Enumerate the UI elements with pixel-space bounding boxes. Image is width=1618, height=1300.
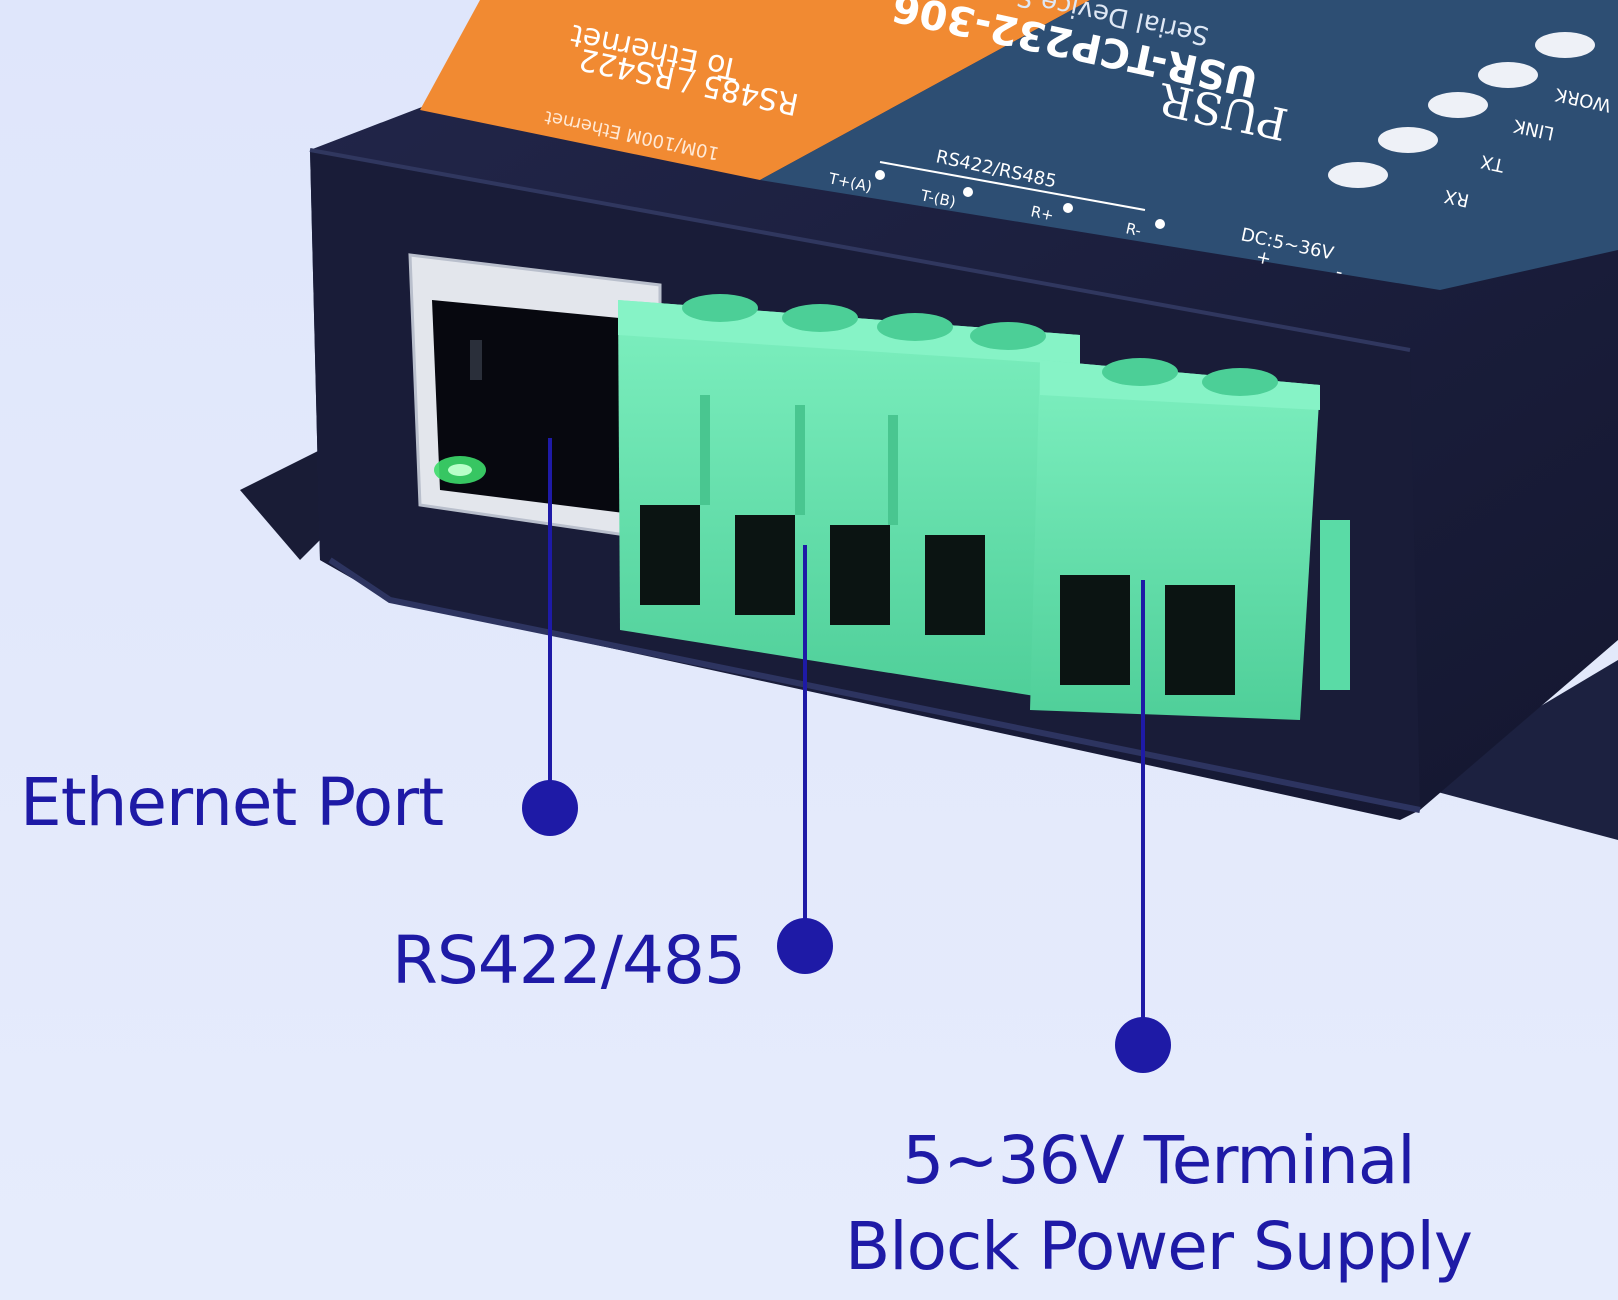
callout-rs-pointer [777, 545, 833, 974]
callout-label-ethernet-port: Ethernet Port [20, 764, 444, 841]
terminal-slot [640, 505, 700, 605]
terminal-slot [1060, 575, 1130, 685]
callout-label-power-supply: 5~36V Terminal Block Power Supply [845, 1118, 1473, 1290]
power-terminal-block [1030, 358, 1350, 720]
mounting-flange-right [1430, 660, 1618, 840]
led-indicator [1478, 62, 1538, 88]
terminal-slot [1165, 585, 1235, 695]
indicator-label-rx: RX [1442, 185, 1471, 211]
power-minus-text: - [1334, 261, 1345, 283]
mounting-flange-left [240, 450, 330, 560]
pin-dot [1155, 219, 1165, 229]
terminal-slot [925, 535, 985, 635]
rs-header-line [879, 161, 1146, 211]
pin-dot [875, 170, 885, 180]
power-plus-text: + [1254, 246, 1273, 270]
led-indicator [1535, 32, 1595, 58]
terminal-slot [735, 515, 795, 615]
pin-dot [1063, 203, 1073, 213]
callout-power-pointer [1115, 580, 1171, 1073]
top-label-orange: RS485 / RS422 To Ethernet 10M/100M Ether… [420, 0, 1090, 180]
terminal-slot [830, 525, 890, 625]
rs485-terminal-block [618, 294, 1080, 700]
callout-label-rs422-485: RS422/485 [392, 922, 746, 999]
indicator-label-tx: TX [1479, 150, 1507, 176]
led-indicator [1378, 127, 1438, 153]
led-indicator [1428, 92, 1488, 118]
callout-ethernet-pointer [522, 438, 578, 836]
led-indicator [1328, 162, 1388, 188]
pin-label-rminus: R- [1124, 219, 1143, 240]
callout-power-line2: Block Power Supply [845, 1208, 1473, 1285]
pin-label-rplus: R+ [1029, 202, 1055, 224]
callout-power-line1: 5~36V Terminal [902, 1122, 1415, 1199]
pin-dot [963, 187, 973, 197]
